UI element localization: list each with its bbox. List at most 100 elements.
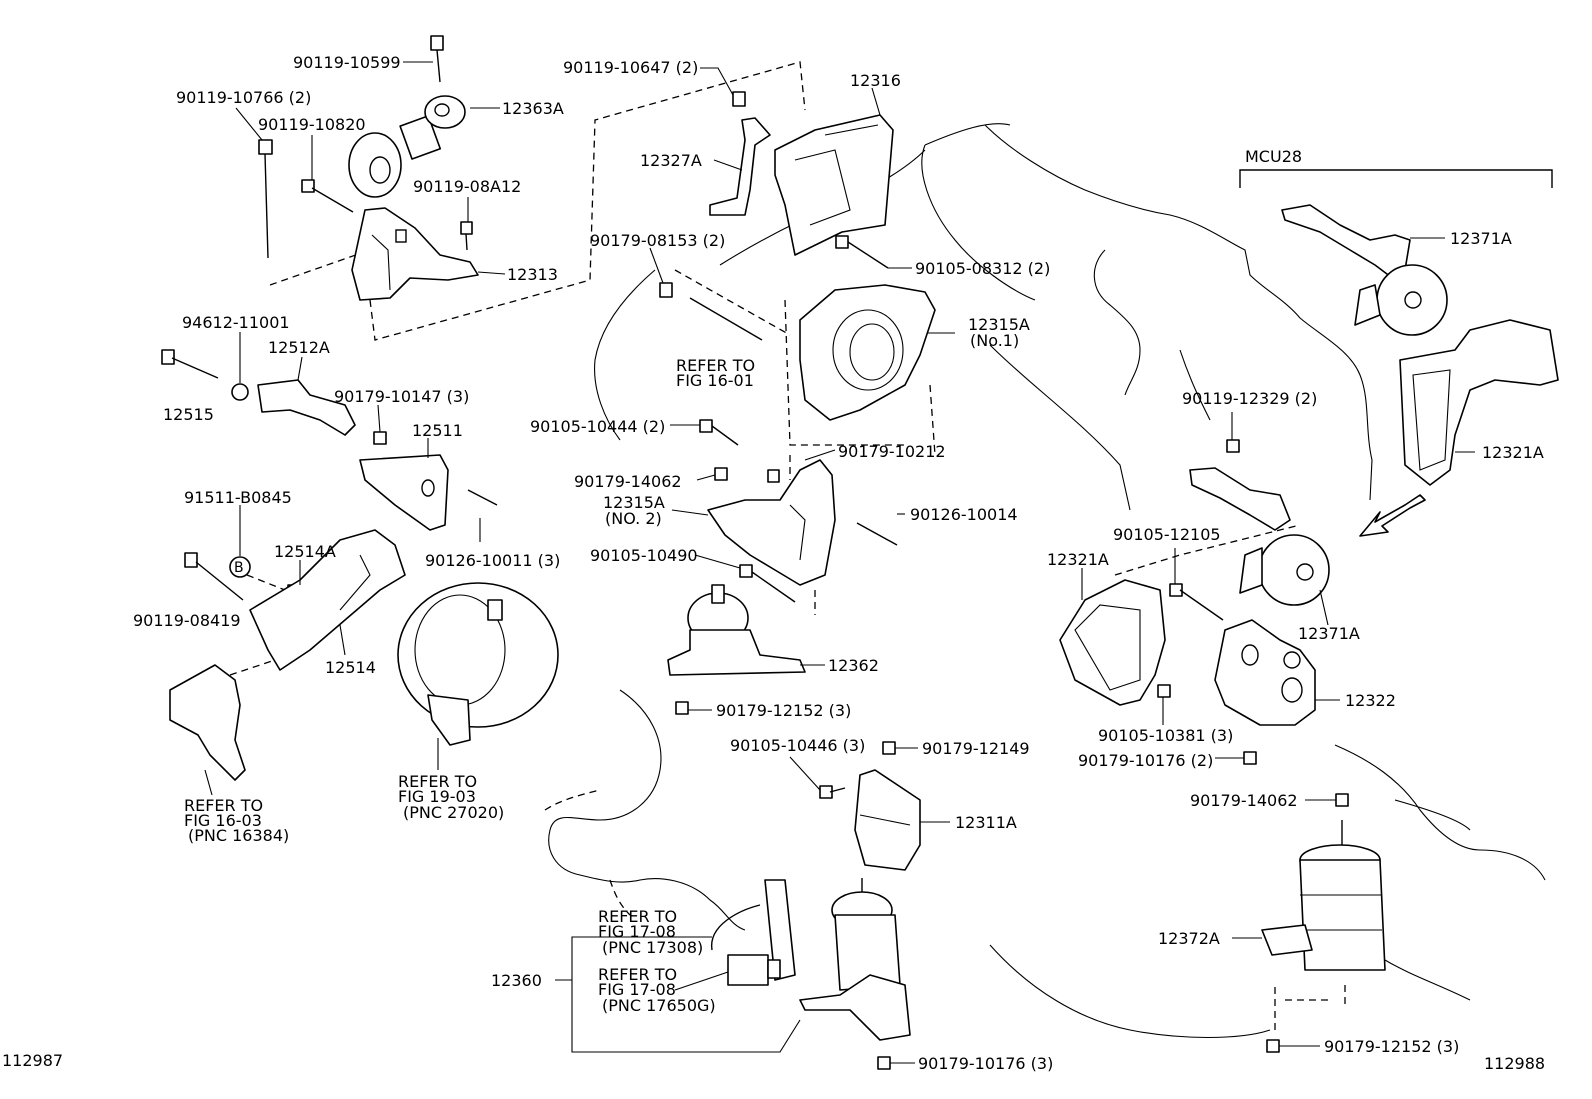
bracket-12311A-drawing — [854, 769, 921, 871]
label-ref-16-03-line1: REFER TO — [184, 796, 263, 815]
label-12371A-top: 12371A — [1450, 229, 1512, 248]
label-ref-17-08-a-line1: REFER TO — [598, 907, 677, 926]
label-90105-08312: 90105-08312 (2) — [915, 259, 1050, 278]
label-12316: 12316 — [850, 71, 901, 90]
label-90105-12105: 90105-12105 — [1113, 525, 1221, 544]
mount-12363A-drawing — [348, 95, 466, 198]
label-ref-16-01-line2: FIG 16-01 — [676, 371, 754, 390]
nut-90179-10212-drawing — [767, 469, 780, 483]
bolt-90119-10820-drawing — [301, 179, 354, 213]
label-12512A: 12512A — [268, 338, 330, 357]
label-ref-16-03-line3: (PNC 16384) — [188, 826, 289, 845]
label-90119-10766: 90119-10766 (2) — [176, 88, 311, 107]
label-ref-16-03-line2: FIG 16-03 — [184, 811, 262, 830]
label-91511-B0845: 91511-B0845 — [184, 488, 292, 507]
bolt-90119-12329-drawing — [1226, 439, 1240, 453]
label-12514A: 12514A — [274, 542, 336, 561]
label-90179-08153: 90179-08153 (2) — [590, 231, 725, 250]
bracket-12327A-drawing — [709, 117, 771, 216]
label-12371A-bottom: 12371A — [1298, 624, 1360, 643]
bolt-90119-10647-drawing — [732, 91, 746, 107]
label-12322: 12322 — [1345, 691, 1396, 710]
bolt-90105-10446-drawing — [819, 785, 846, 799]
label-90105-10444: 90105-10444 (2) — [530, 417, 665, 436]
label-90119-12329: 90119-12329 (2) — [1182, 389, 1317, 408]
figure-id-right: 112988 — [1484, 1054, 1545, 1073]
label-94612-11001: 94612-11001 — [182, 313, 290, 332]
bolt-90105-10490-drawing — [739, 564, 796, 603]
mount-12360-drawing — [799, 878, 911, 1041]
label-12327A: 12327A — [640, 151, 702, 170]
bracket-12315A-no1-drawing — [799, 284, 936, 421]
label-12363A: 12363A — [502, 99, 564, 118]
hose-ref-17-08-drawing — [711, 879, 796, 981]
group-label-mcu28: MCU28 — [1245, 147, 1302, 166]
nut-90179-10176-bottom-drawing — [877, 1056, 891, 1070]
label-90119-10647: 90119-10647 (2) — [563, 58, 698, 77]
bracket-12321A-bottom-drawing — [1059, 579, 1166, 706]
nut-90179-14062-drawing — [714, 467, 728, 481]
bolt-90119-08419-drawing — [184, 552, 244, 601]
label-90105-10490: 90105-10490 — [590, 546, 698, 565]
mount-12362-drawing — [667, 584, 806, 676]
label-ref-17-08-a-line3: (PNC 17308) — [602, 938, 703, 957]
nut-90179-12149-drawing — [882, 741, 896, 755]
bracket-12322-drawing — [1214, 619, 1316, 726]
bolt-90105-10444-drawing — [699, 419, 739, 446]
stud-ref-16-01-drawing — [689, 297, 763, 341]
label-90179-12152-bottom: 90179-12152 (3) — [1324, 1037, 1459, 1056]
circle-callout-B: B — [229, 556, 251, 578]
bolt-90105-12105-drawing — [1169, 583, 1224, 621]
label-90119-10599: 90119-10599 — [293, 53, 401, 72]
stud-90126-10011-drawing — [467, 489, 498, 506]
bolt-90119-10766-drawing — [258, 139, 273, 259]
label-12315A-no2-sub: (NO. 2) — [605, 509, 662, 528]
bolt-90119-08A12-drawing — [460, 221, 473, 251]
label-12372A: 12372A — [1158, 929, 1220, 948]
label-90179-12149: 90179-12149 — [922, 739, 1030, 758]
bracket-12512A-drawing — [257, 379, 356, 436]
label-12362: 12362 — [828, 656, 879, 675]
nut-90179-12152-bottom-drawing — [1266, 1039, 1280, 1053]
bracket-12321A-top-drawing — [1399, 319, 1559, 486]
label-90179-10212: 90179-10212 — [838, 442, 946, 461]
label-ref-16-01-line1: REFER TO — [676, 356, 755, 375]
stud-90126-10014-drawing — [856, 522, 898, 546]
label-12315A-no2: 12315A — [603, 493, 665, 512]
bolt-90119-10599-drawing — [430, 35, 444, 83]
part-labels: 90119-10599 90119-10766 (2) 12363A 90119… — [2, 53, 1545, 1073]
label-90179-10176-right: 90179-10176 (2) — [1078, 751, 1213, 770]
label-ref-17-08-a-line2: FIG 17-08 — [598, 922, 676, 941]
label-ref-19-03-line3: (PNC 27020) — [403, 803, 504, 822]
label-ref-19-03-line2: FIG 19-03 — [398, 787, 476, 806]
label-12360: 12360 — [491, 971, 542, 990]
bracket-12313-drawing — [351, 207, 479, 301]
label-12514: 12514 — [325, 658, 376, 677]
bolt-90105-10381-drawing — [1157, 684, 1171, 698]
alternator-ref-19-03-drawing — [397, 582, 559, 746]
label-90119-08419: 90119-08419 — [133, 611, 241, 630]
label-90105-10446: 90105-10446 (3) — [730, 736, 865, 755]
label-90126-10014: 90126-10014 — [910, 505, 1018, 524]
label-12511: 12511 — [412, 421, 463, 440]
bolt-90105-08312-drawing — [835, 235, 889, 269]
label-ref-19-03-line1: REFER TO — [398, 772, 477, 791]
bracket-12514-drawing — [249, 529, 406, 671]
nut-90179-10176-right-drawing — [1243, 751, 1257, 765]
valve-ref-17-08-drawing — [727, 954, 781, 986]
nut-94612-11001-drawing — [231, 383, 249, 401]
mount-12372A-drawing — [1261, 820, 1386, 971]
label-ref-17-08-b-line1: REFER TO — [598, 965, 677, 984]
mcu28-bracket — [1239, 169, 1553, 188]
label-90126-10011: 90126-10011 (3) — [425, 551, 560, 570]
label-ref-17-08-b-line2: FIG 17-08 — [598, 980, 676, 999]
bracket-12315A-no2-drawing — [707, 459, 836, 586]
figure-id-left: 112987 — [2, 1051, 63, 1070]
nut-90179-14062-right-drawing — [1335, 793, 1349, 807]
label-90119-10820: 90119-10820 — [258, 115, 366, 134]
label-12321A-bottom: 12321A — [1047, 550, 1109, 569]
engine-silhouette-outline — [544, 123, 1546, 1039]
nut-90179-10147-drawing — [373, 431, 387, 445]
label-90179-12152-top: 90179-12152 (3) — [716, 701, 851, 720]
bracket-12371A-bottom-drawing — [1189, 467, 1330, 606]
